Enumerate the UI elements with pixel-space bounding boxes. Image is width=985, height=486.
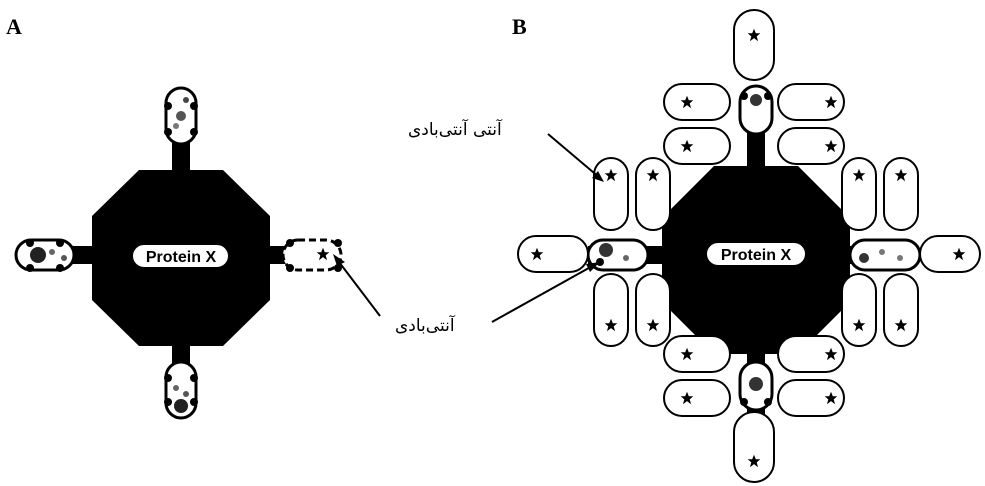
antibody-right-a <box>281 238 343 272</box>
arrowhead-secondary <box>592 171 604 182</box>
panel-a: Protein X <box>14 86 381 420</box>
secondary-antibodies-b <box>517 9 981 483</box>
protein-label-pill-b <box>705 241 807 267</box>
secondary-antibody-label: آنتی آنتی‌بادی <box>408 120 502 140</box>
panel-b: Protein X <box>491 9 981 483</box>
arrowhead-primary-b <box>586 262 600 272</box>
arrow-line-primary-b <box>491 263 597 323</box>
primary-antibody-bottom-b <box>738 360 774 412</box>
panel-b-label: B <box>512 14 527 39</box>
primary-antibody-top-b <box>738 84 774 136</box>
antibody-bottom-a <box>164 360 198 420</box>
panel-a-label: A <box>6 14 22 39</box>
primary-antibody-left-b <box>586 238 650 272</box>
arrowhead-antibody <box>333 254 345 266</box>
arrow-line-secondary <box>547 133 601 179</box>
primary-antibody-right-b <box>848 238 922 272</box>
arrow-line-antibody <box>335 257 381 317</box>
primary-antibody-label: آنتی‌بادی <box>395 316 455 336</box>
protein-label-a: Protein X <box>146 249 217 266</box>
antibody-left-a <box>14 238 76 272</box>
protein-label-pill-a <box>131 243 230 269</box>
antibody-top-a <box>164 86 198 146</box>
protein-label-b: Protein X <box>721 247 792 264</box>
